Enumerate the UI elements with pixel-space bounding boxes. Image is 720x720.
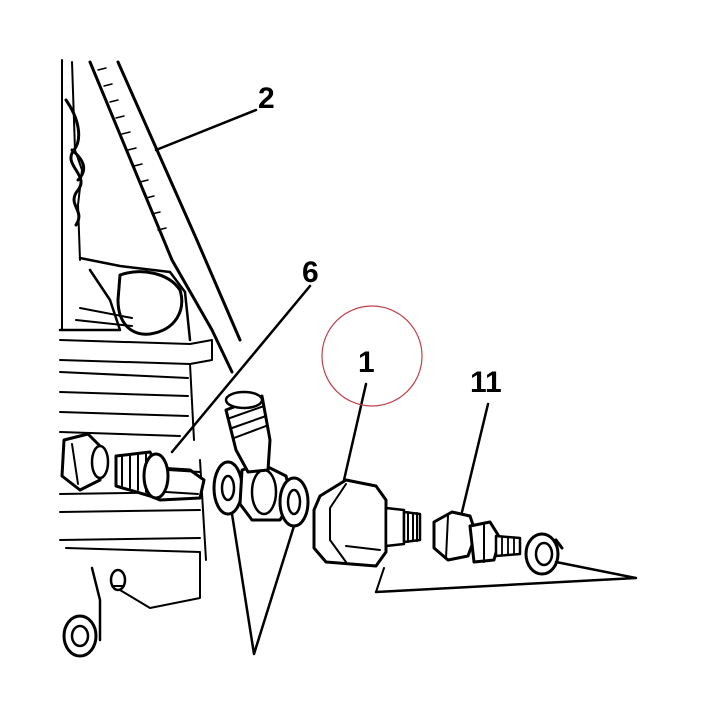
sealing-washer-a [212,460,244,516]
union-nut-part-11 [432,510,522,564]
banjo-bolt-part-6 [114,450,206,502]
banjo-connector [224,390,294,522]
callout-label-2: 2 [258,82,275,115]
engine-block [58,59,213,658]
highlight-circle [321,305,423,407]
hose-part-2 [88,60,242,374]
adapter-part-1 [312,478,422,568]
cap-nut-left [60,432,110,492]
callout-label-11: 11 [470,366,502,399]
callout-label-1: 1 [358,346,375,379]
sealing-washer-b [278,476,310,528]
leader-lines [154,108,638,656]
retaining-clip [524,532,564,576]
callout-label-6: 6 [302,256,319,289]
